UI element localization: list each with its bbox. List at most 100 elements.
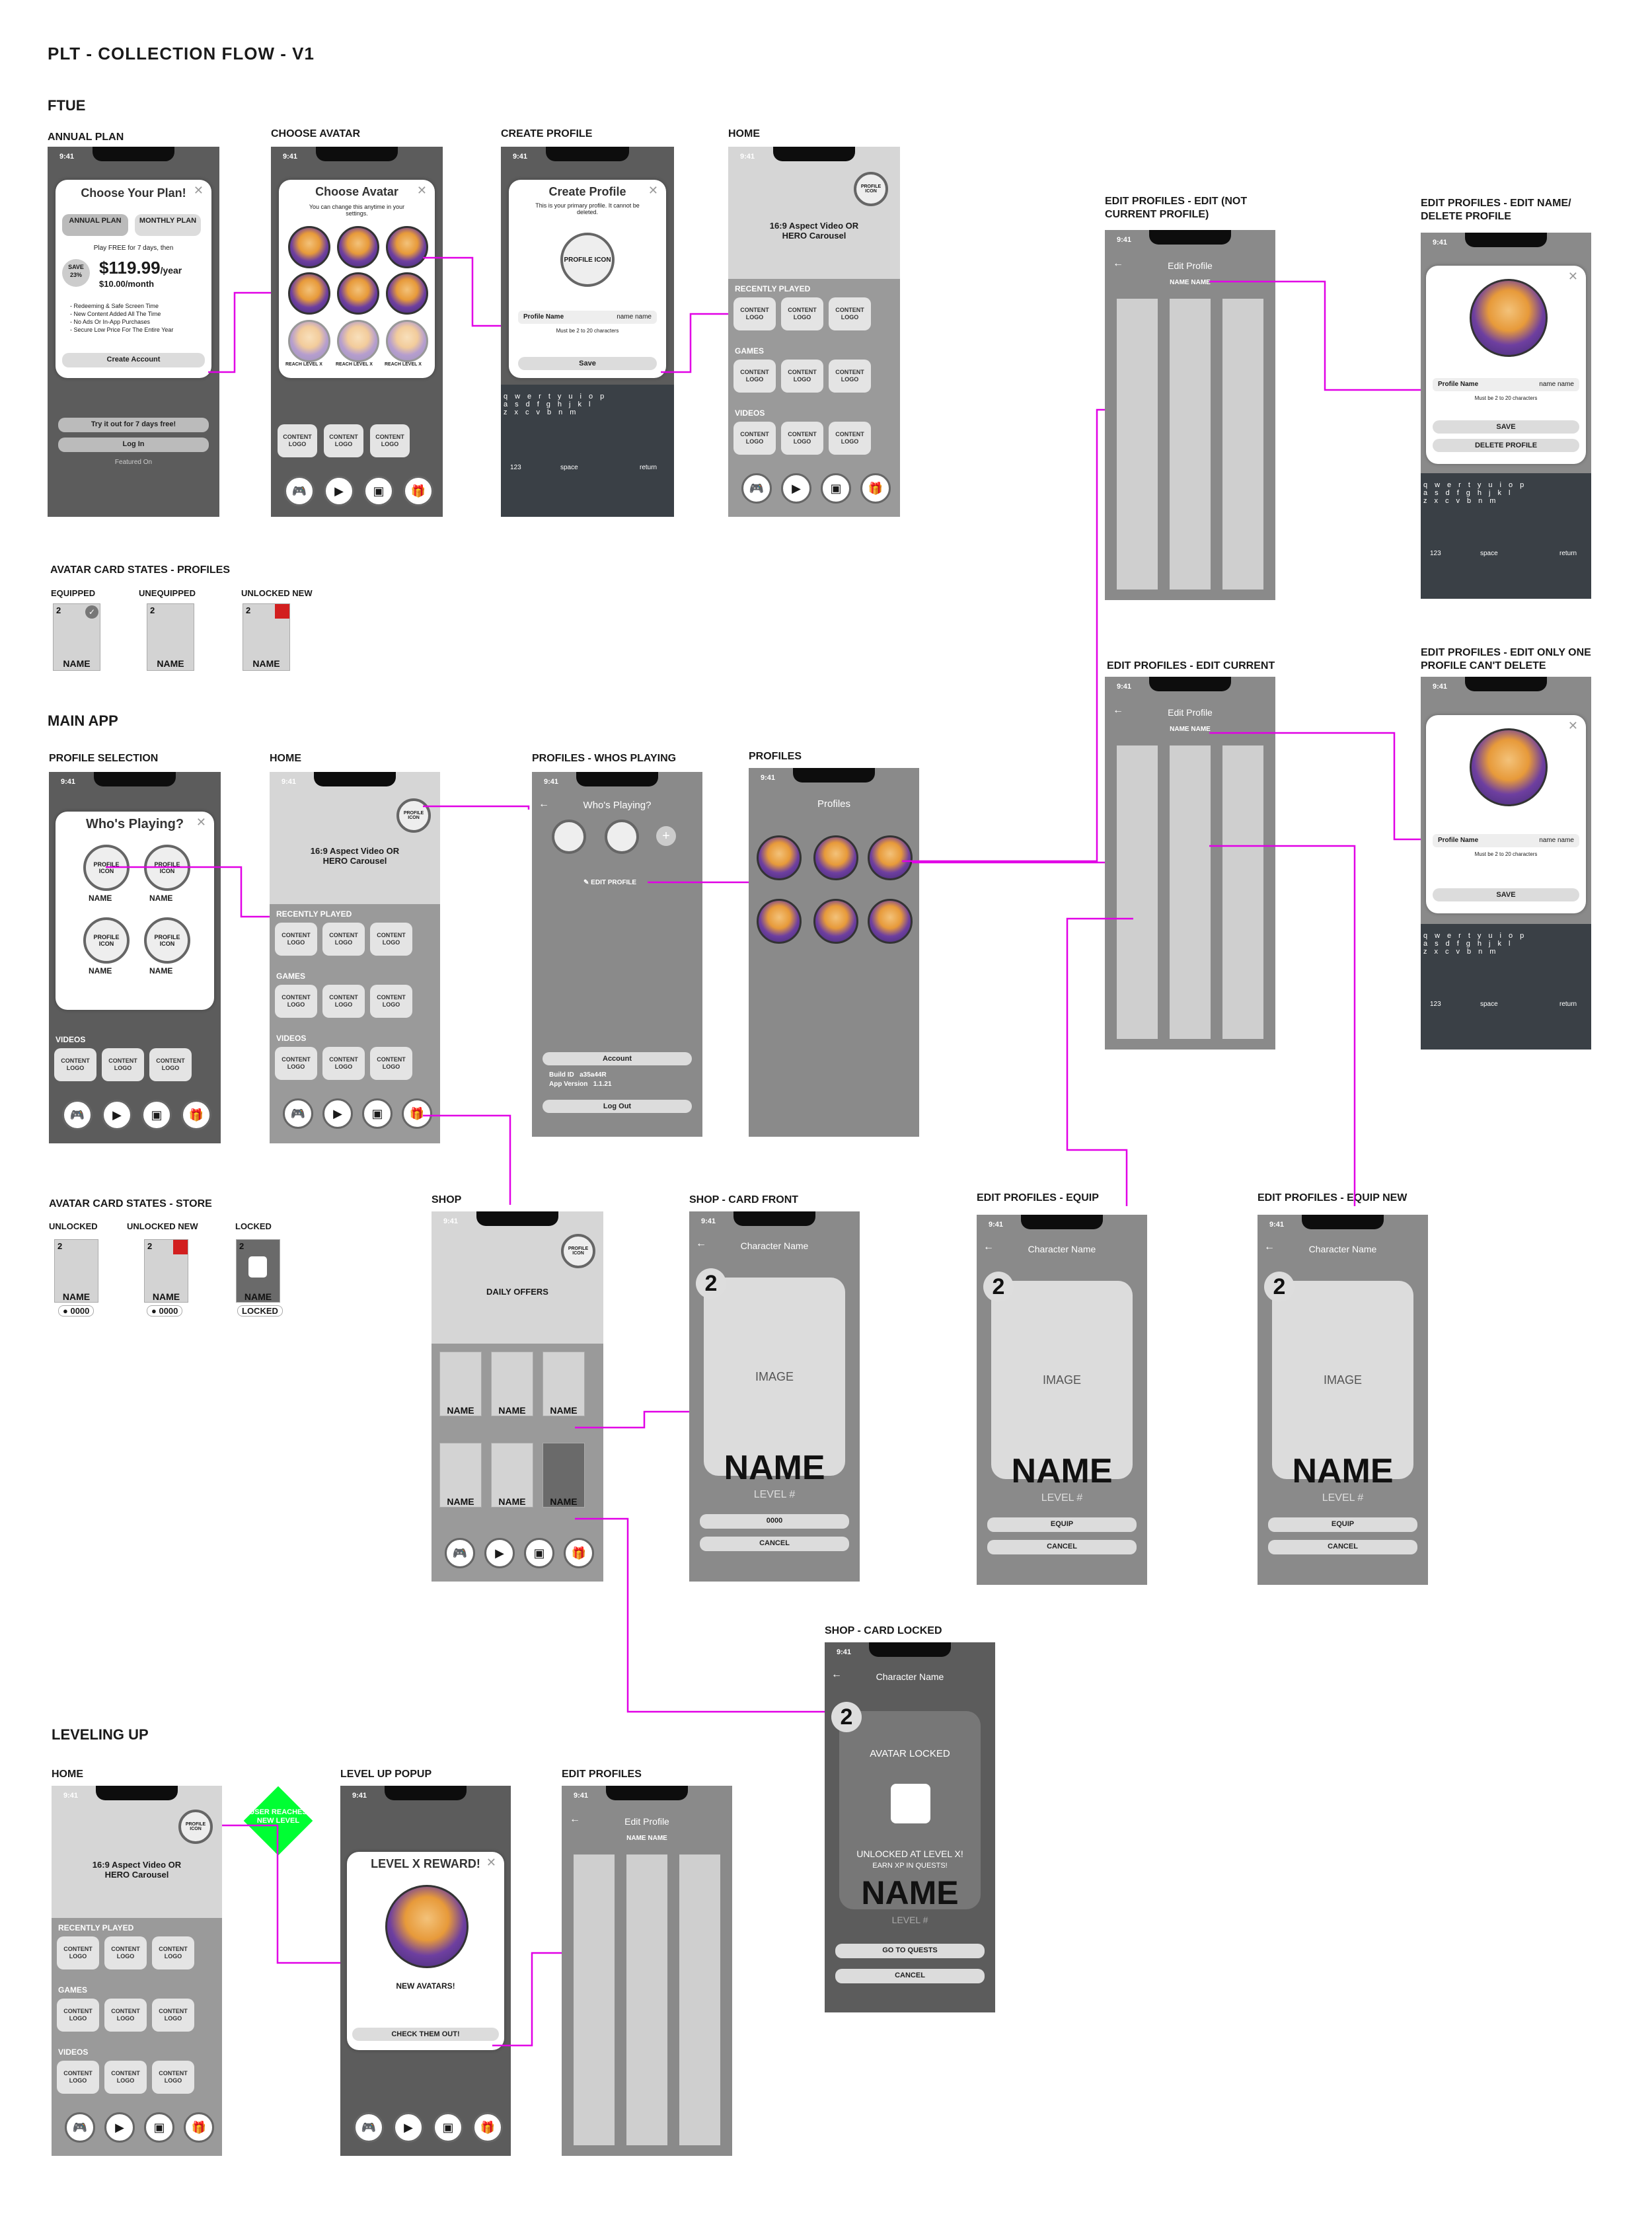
content-tile[interactable]: CONTENT LOGO <box>322 985 365 1018</box>
content-tile[interactable]: CONTENT LOGO <box>370 923 412 956</box>
hero-carousel[interactable]: 16:9 Aspect Video OR HERO Carousel <box>769 221 859 241</box>
back-arrow-icon[interactable]: ← <box>1113 705 1123 716</box>
save-button[interactable]: SAVE <box>1433 420 1579 434</box>
try-free-button[interactable]: Try it out for 7 days free! <box>58 418 209 432</box>
back-arrow-icon[interactable]: ← <box>983 1241 994 1252</box>
close-icon[interactable]: ✕ <box>416 184 427 197</box>
avatar-option[interactable] <box>386 226 428 268</box>
content-tile[interactable]: CONTENT LOGO <box>152 1999 194 2032</box>
shop-card[interactable]: NAME <box>439 1352 482 1416</box>
avatar-option[interactable] <box>337 272 379 315</box>
hero-carousel[interactable]: 16:9 Aspect Video OR HERO Carousel <box>310 846 400 866</box>
back-arrow-icon[interactable]: ← <box>539 798 549 810</box>
shop-nav-icon[interactable]: 🎁 <box>184 2112 214 2143</box>
content-tile[interactable]: CONTENT LOGO <box>57 1999 99 2032</box>
shop-card[interactable]: NAME <box>491 1443 533 1508</box>
shop-card[interactable]: NAME <box>439 1443 482 1508</box>
content-tile[interactable]: CONTENT LOGO <box>781 360 823 393</box>
key-return[interactable]: return <box>1559 1001 1577 1008</box>
key-123[interactable]: 123 <box>510 464 521 471</box>
content-tile[interactable]: CONTENT LOGO <box>733 297 776 330</box>
avatar-grid[interactable] <box>1117 745 1263 1039</box>
shop-card[interactable]: NAME <box>491 1352 533 1416</box>
video-nav-icon[interactable]: ▶ <box>104 2112 135 2143</box>
buy-button[interactable]: 0000 <box>700 1514 849 1529</box>
content-tile[interactable]: CONTENT LOGO <box>57 2061 99 2094</box>
go-to-quests-button[interactable]: GO TO QUESTS <box>835 1944 985 1958</box>
avatar-option[interactable] <box>288 272 330 315</box>
games-nav-icon[interactable]: 🎮 <box>283 1098 313 1129</box>
profile-avatar[interactable] <box>813 835 858 880</box>
profile-icon[interactable]: PROFILE ICON <box>854 172 888 206</box>
content-tile[interactable]: CONTENT LOGO <box>275 923 317 956</box>
collection-nav-icon[interactable]: ▣ <box>144 2112 174 2143</box>
key-space[interactable]: space <box>560 464 578 471</box>
monthly-tab[interactable]: MONTHLY PLAN <box>135 214 201 236</box>
games-nav-icon[interactable]: 🎮 <box>741 473 772 504</box>
shop-nav-icon[interactable]: 🎁 <box>472 2112 503 2143</box>
collection-nav-icon[interactable]: ▣ <box>363 476 394 506</box>
video-nav-icon[interactable]: ▶ <box>322 1098 353 1129</box>
back-arrow-icon[interactable]: ← <box>696 1238 706 1249</box>
check-them-out-button[interactable]: CHECK THEM OUT! <box>352 2028 499 2041</box>
back-arrow-icon[interactable]: ← <box>1113 258 1123 269</box>
games-nav-icon[interactable]: 🎮 <box>445 1538 475 1568</box>
account-button[interactable]: Account <box>543 1052 692 1065</box>
content-tile[interactable]: CONTENT LOGO <box>104 1936 147 1969</box>
close-icon[interactable]: ✕ <box>486 1856 496 1869</box>
games-nav-icon[interactable]: 🎮 <box>354 2112 384 2143</box>
content-tile[interactable]: CONTENT LOGO <box>275 985 317 1018</box>
content-tile[interactable]: CONTENT LOGO <box>152 2061 194 2094</box>
video-nav-icon[interactable]: ▶ <box>102 1100 132 1130</box>
close-icon[interactable]: ✕ <box>1567 270 1578 283</box>
content-tile[interactable]: CONTENT LOGO <box>275 1047 317 1080</box>
save-button[interactable]: SAVE <box>1433 888 1579 901</box>
equip-button[interactable]: EQUIP <box>987 1517 1137 1532</box>
content-tile[interactable]: CONTENT LOGO <box>781 422 823 455</box>
close-icon[interactable]: ✕ <box>196 816 206 829</box>
profile-avatar[interactable] <box>757 835 802 880</box>
delete-profile-button[interactable]: DELETE PROFILE <box>1433 439 1579 452</box>
shop-nav-icon[interactable]: 🎁 <box>402 1098 432 1129</box>
content-tile[interactable]: CONTENT LOGO <box>322 1047 365 1080</box>
collection-nav-icon[interactable]: ▣ <box>524 1538 554 1568</box>
collection-nav-icon[interactable]: ▣ <box>433 2112 463 2143</box>
shop-nav-icon[interactable]: 🎁 <box>564 1538 594 1568</box>
video-nav-icon[interactable]: ▶ <box>324 476 354 506</box>
key-123[interactable]: 123 <box>1430 1001 1441 1008</box>
cancel-button[interactable]: CANCEL <box>700 1537 849 1551</box>
back-arrow-icon[interactable]: ← <box>1264 1241 1275 1252</box>
key-return[interactable]: return <box>640 464 657 471</box>
shop-nav-icon[interactable]: 🎁 <box>403 476 433 506</box>
profile-icon[interactable]: PROFILE ICON <box>561 1234 595 1268</box>
avatar-option[interactable] <box>386 272 428 315</box>
video-nav-icon[interactable]: ▶ <box>781 473 811 504</box>
games-nav-icon[interactable]: 🎮 <box>284 476 315 506</box>
key-space[interactable]: space <box>1480 550 1498 557</box>
profile-icon[interactable] <box>605 820 639 854</box>
key-return[interactable]: return <box>1559 550 1577 557</box>
key-123[interactable]: 123 <box>1430 550 1441 557</box>
video-nav-icon[interactable]: ▶ <box>393 2112 424 2143</box>
profile-icon[interactable]: PROFILE ICON <box>83 917 130 964</box>
games-nav-icon[interactable]: 🎮 <box>65 2112 95 2143</box>
shop-nav-icon[interactable]: 🎁 <box>860 473 891 504</box>
content-tile[interactable]: CONTENT LOGO <box>733 360 776 393</box>
avatar-grid[interactable] <box>1117 299 1263 590</box>
edit-name[interactable]: NAME NAME <box>626 1835 667 1842</box>
cancel-button[interactable]: CANCEL <box>987 1540 1137 1554</box>
back-arrow-icon[interactable]: ← <box>831 1669 842 1680</box>
collection-nav-icon[interactable]: ▣ <box>362 1098 393 1129</box>
login-button[interactable]: Log In <box>58 438 209 452</box>
profile-avatar[interactable] <box>868 835 913 880</box>
shop-card-locked[interactable]: NAME <box>543 1443 585 1508</box>
content-tile[interactable]: CONTENT LOGO <box>733 422 776 455</box>
collection-nav-icon[interactable]: ▣ <box>821 473 851 504</box>
cancel-button[interactable]: CANCEL <box>835 1969 985 1983</box>
logout-button[interactable]: Log Out <box>543 1100 692 1113</box>
content-tile[interactable]: CONTENT LOGO <box>104 2061 147 2094</box>
create-account-button[interactable]: Create Account <box>62 353 205 367</box>
